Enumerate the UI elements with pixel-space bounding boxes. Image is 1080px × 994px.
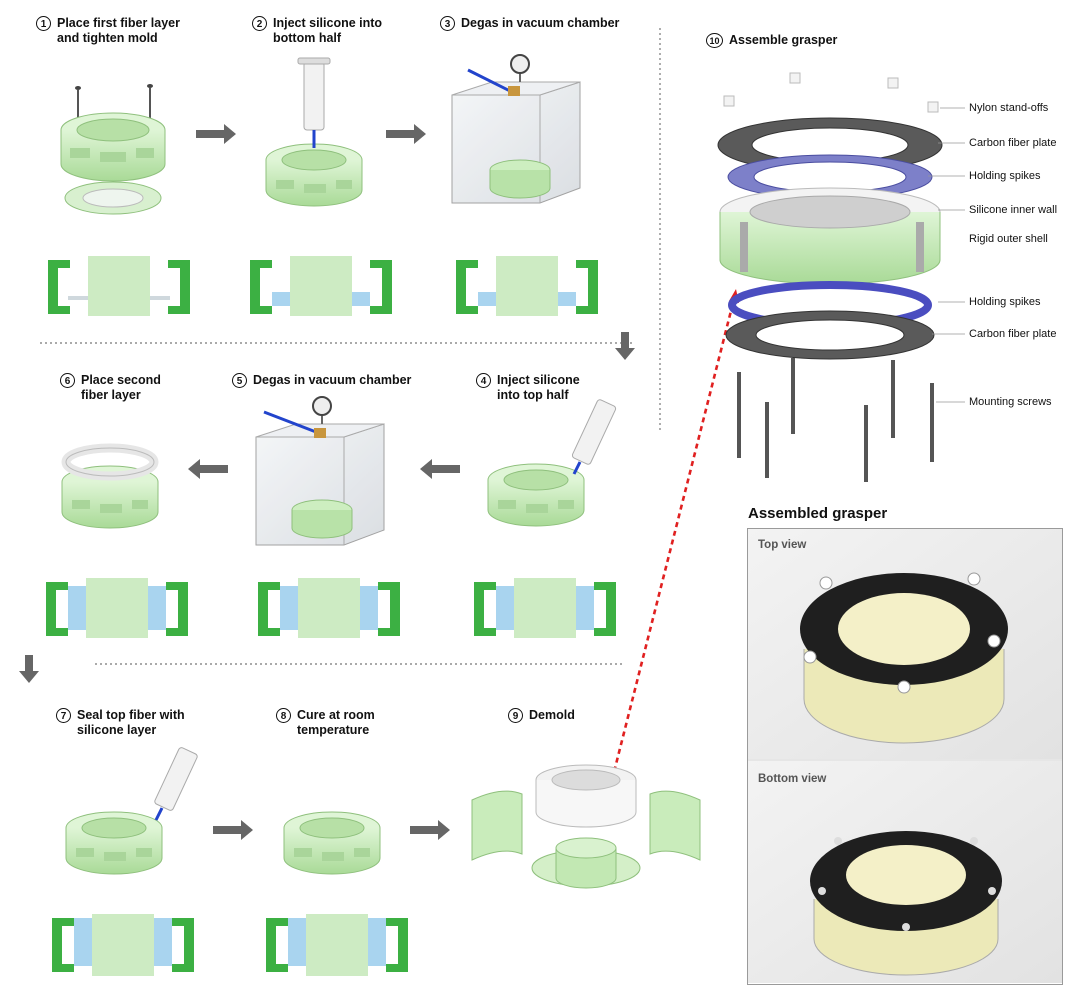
step-number-5: 5 xyxy=(232,373,247,388)
step-3-line1: Degas in vacuum chamber xyxy=(461,16,620,30)
assembled-title: Assembled grasper xyxy=(748,505,888,522)
label-mounting-screws: Mounting screws xyxy=(969,396,1052,408)
step-8-line2: temperature xyxy=(297,723,370,737)
assembled-photo-panel: Top view Bottom view xyxy=(747,528,1063,985)
arrow-2-3 xyxy=(386,124,426,144)
step-1-line1: Place first fiber layer xyxy=(57,16,180,30)
step2-mold xyxy=(265,57,363,207)
step-6-title: 6 Place second fiber layer xyxy=(60,373,161,403)
step-5-title: 5 Degas in vacuum chamber xyxy=(232,373,411,388)
label-carbon-fiber-plate-bottom: Carbon fiber plate xyxy=(969,328,1057,340)
arrow-3-4 xyxy=(615,332,635,360)
step-6-line2: fiber layer xyxy=(81,388,141,402)
step-number-3: 3 xyxy=(440,16,455,31)
section-5 xyxy=(258,578,400,638)
label-rigid-outer-shell: Rigid outer shell xyxy=(969,233,1048,245)
label-silicone-inner-wall: Silicone inner wall xyxy=(969,204,1058,216)
bottom-view-grasper xyxy=(810,831,1002,976)
cross-sections xyxy=(46,256,616,976)
step8-mold xyxy=(283,811,381,875)
step-number-1: 1 xyxy=(36,16,51,31)
section-1 xyxy=(48,256,190,316)
section-7 xyxy=(52,914,194,976)
step5-vacuum-chamber xyxy=(255,396,385,546)
step-number-10: 10 xyxy=(706,33,723,48)
step-5-line1: Degas in vacuum chamber xyxy=(253,373,412,387)
bottom-view-label: Bottom view xyxy=(758,773,827,785)
step-1-line2: and tighten mold xyxy=(57,31,158,45)
step6-mold xyxy=(61,443,159,529)
step-4-line2: into top half xyxy=(497,388,569,402)
step-4-line1: Inject silicone xyxy=(497,373,580,387)
label-holding-spikes-top: Holding spikes xyxy=(969,170,1041,182)
syringe-2 xyxy=(303,61,325,131)
label-holding-spikes-bottom: Holding spikes xyxy=(969,296,1041,308)
step-2-line1: Inject silicone into xyxy=(273,16,383,30)
label-nylon-standoffs: Nylon stand-offs xyxy=(969,102,1049,114)
section-8 xyxy=(266,914,408,976)
step-6-line1: Place second xyxy=(81,373,161,387)
top-view-grasper xyxy=(800,572,1008,744)
step-number-4: 4 xyxy=(476,373,491,388)
step-4-title: 4 Inject silicone into top half xyxy=(476,373,580,403)
step4-mold xyxy=(487,399,617,527)
step-2-line2: bottom half xyxy=(273,31,342,45)
section-6 xyxy=(46,578,188,638)
demold-to-assembly-line xyxy=(610,294,737,781)
label-carbon-fiber-plate-top: Carbon fiber plate xyxy=(969,137,1057,149)
step-9-line1: Demold xyxy=(529,708,575,722)
arrow-7-8 xyxy=(213,820,253,840)
section-3 xyxy=(456,256,598,316)
section-2 xyxy=(250,256,392,316)
arrow-8-9 xyxy=(410,820,450,840)
step-2-title: 2 Inject silicone into bottom half xyxy=(252,16,382,46)
top-view-label: Top view xyxy=(758,539,807,551)
step3-vacuum-chamber xyxy=(451,54,581,204)
step-1-title: 1 Place first fiber layer and tighten mol… xyxy=(36,16,180,46)
step-7-title: 7 Seal top fiber with silicone layer xyxy=(56,708,185,738)
step-10-line1: Assemble grasper xyxy=(729,33,838,47)
step-number-7: 7 xyxy=(56,708,71,723)
step-7-line2: silicone layer xyxy=(77,723,157,737)
arrow-4-5 xyxy=(420,459,460,479)
step-7-line1: Seal top fiber with xyxy=(77,708,185,722)
flow-arrows xyxy=(19,124,635,840)
step-3-title: 3 Degas in vacuum chamber xyxy=(440,16,619,31)
assembled-photos xyxy=(748,529,1062,983)
exploded-assembly xyxy=(717,72,965,482)
step-number-6: 6 xyxy=(60,373,75,388)
step-number-2: 2 xyxy=(252,16,267,31)
step1-mold xyxy=(60,84,166,215)
step7-mold xyxy=(65,747,198,875)
arrow-6-7 xyxy=(19,655,39,683)
step-8-line1: Cure at room xyxy=(297,708,375,722)
step-number-8: 8 xyxy=(276,708,291,723)
step9-demold xyxy=(471,764,701,889)
step-10-title: 10 Assemble grasper xyxy=(706,33,837,48)
arrow-5-6 xyxy=(188,459,228,479)
step-number-9: 9 xyxy=(508,708,523,723)
arrow-1-2 xyxy=(196,124,236,144)
section-4 xyxy=(474,578,616,638)
step-9-title: 9 Demold xyxy=(508,708,575,723)
step-8-title: 8 Cure at room temperature xyxy=(276,708,375,738)
